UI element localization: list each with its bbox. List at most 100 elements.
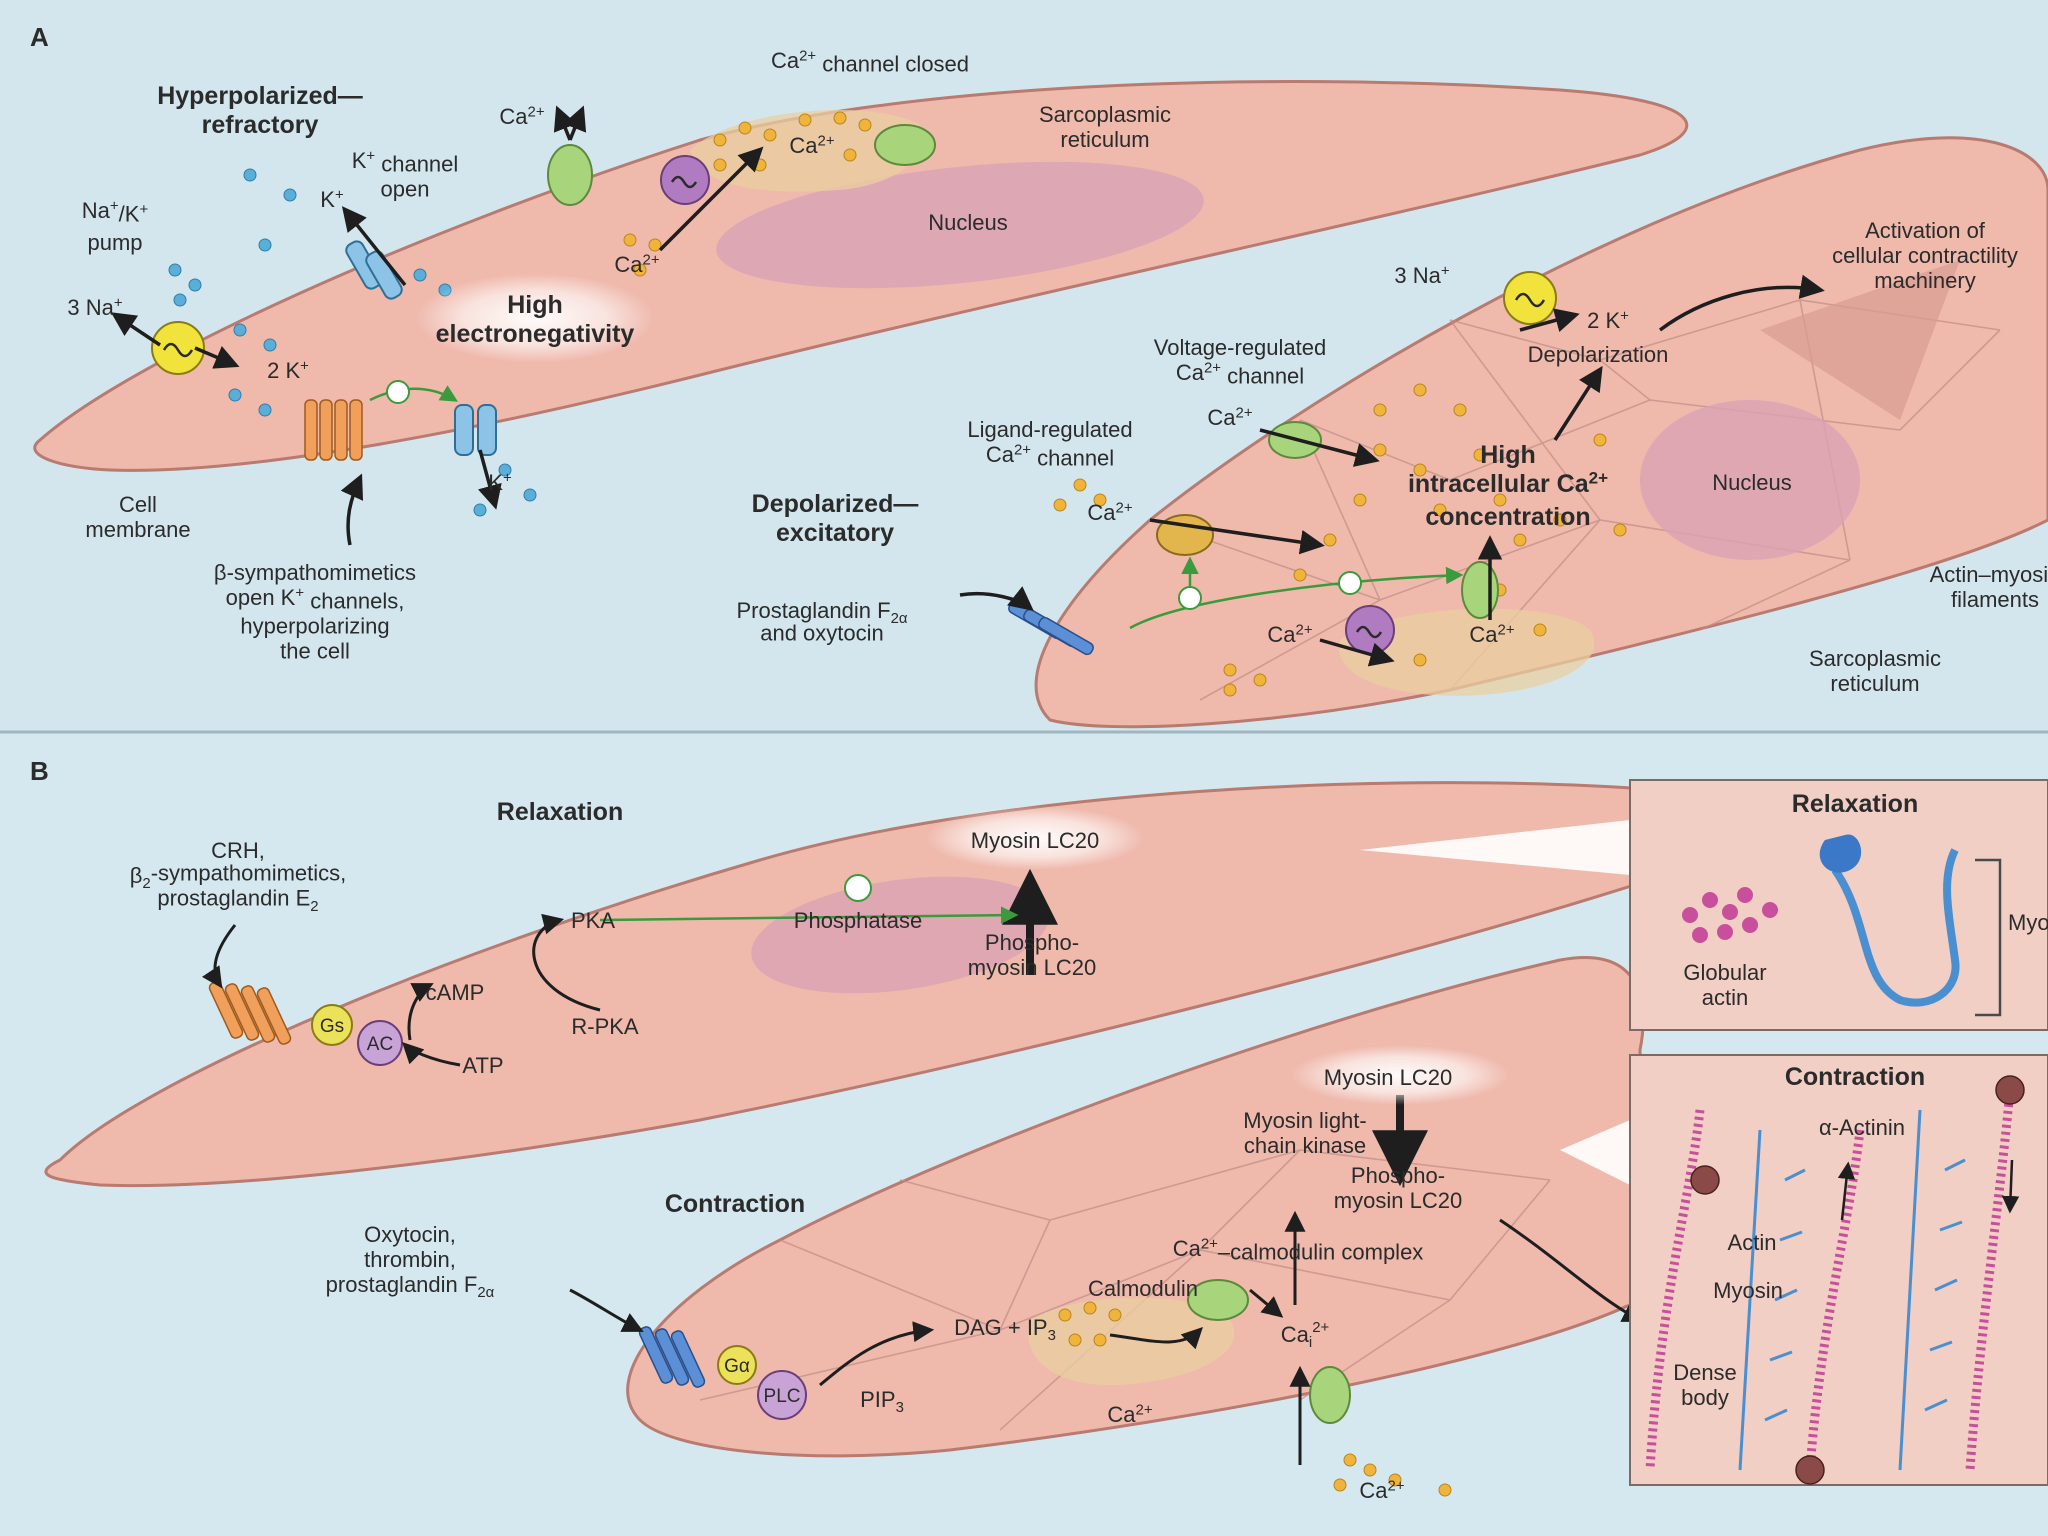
inset-label-myosin-c: Myosin [1713,1278,1783,1303]
label-nak-pump: Na+​/K+​pump [82,198,148,256]
calcium-channel-closed-icon [547,144,593,206]
label-hyperpolarized: Hyperpolarized—refractory [157,82,363,139]
label-calmodulin-line-1: Calmodulin [1088,1276,1198,1301]
label-myosin-lc20-top-line-1: Myosin LC20 [971,828,1099,853]
label-ligand-reg-line-1: Ligand-regulated [967,417,1132,442]
label-ca-ligand: Ca2+​ [1087,500,1132,525]
label-prostaglandin-a-line-1: Prostaglandin F2α​ [736,598,907,627]
label-sarcoplasmic-top-line-1: Sarcoplasmic [1039,102,1171,127]
label-ca-b-bottom: Ca2+​ [1359,1478,1404,1503]
label-depolarized: Depolarized—excitatory [752,490,919,547]
label-beta-symp-line-1: β-sympathomimetics [214,560,416,585]
label-crh: CRH,β2​-sympathomimetics,prostaglandin E… [130,838,347,915]
label-phospho-bottom-line-2: myosin LC20 [1334,1188,1462,1213]
contraction-callout [1560,1120,1630,1185]
relaxation-callout [1360,820,1630,875]
label-k-bottom-line-1: K+​ [488,470,511,495]
label-pka: PKA [571,908,615,933]
label-mlck-line-2: chain kinase [1244,1133,1366,1158]
label-k-top-line-1: K+​ [320,187,343,212]
label-k-bottom: K+​ [488,470,511,495]
membrane-ca-channel-b-icon [1309,1366,1351,1424]
label-nucleus-top-line-1: Nucleus [928,210,1007,235]
label-ca-calmodulin-line-1: Ca2+​–calmodulin complex [1173,1236,1424,1265]
globular-actin-icon [1682,887,1778,943]
label-three-na-right-line-1: 3 Na+​ [1394,263,1449,288]
label-depolarized-line-1: Depolarized— [752,490,919,518]
label-ca-ligand-line-1: Ca2+​ [1087,500,1132,525]
label-phospho-top: Phospho-myosin LC20 [968,930,1096,980]
contraction-cell-grid [699,1149,1551,1431]
label-activation-line-2: cellular contractility [1832,243,2018,268]
label-atp: ATP [462,1053,503,1078]
label-dag: DAG + IP3​ [954,1315,1056,1344]
label-hyperpolarized-line-1: Hyperpolarized— [157,82,363,110]
label-cell-membrane-line-2: membrane [85,517,190,542]
label-voltage-reg-line-1: Voltage-regulated [1154,335,1326,360]
relaxation-inset [1629,779,2048,1031]
label-ca-channel-closed-line-1: Ca2+​ channel closed [771,48,969,77]
label-k-channel-open-line-1: K+​ channel [352,148,459,177]
nucleus-relaxation [751,876,1049,994]
label-ca-lower-top-line-1: Ca2+​ [614,252,659,277]
inset-label-dense-body-line-2: body [1681,1385,1729,1410]
label-myosin-lc20-top: Myosin LC20 [971,828,1099,853]
label-crh-line-2: β2​-sympathomimetics, [130,861,347,893]
label-phosphatase-line-1: Phosphatase [794,908,922,933]
label-ca-b-sr: Ca2+​ [1107,1402,1152,1427]
ligand-channel-icon [1156,514,1214,556]
nucleus-top [716,161,1204,289]
label-cell-membrane-line-1: Cell [119,492,157,517]
contraction-inset-title-line-1: Contraction [1785,1063,1925,1091]
label-three-na-left-line-1: 3 Na+​ [67,295,122,320]
label-two-k-left: 2 K+​ [267,358,309,383]
label-ac: AC [367,1034,393,1055]
k-channel-open-icon [345,240,403,300]
gs-protein-icon [311,1004,353,1046]
label-camp: cAMP [426,980,485,1005]
label-ca-sr-top: Ca2+​ [789,133,834,158]
diagram-labels: Ca2+​ channel closedHyperpolarized—refra… [67,48,2048,1503]
label-oxytocin-line-3: prostaglandin F2α​ [326,1272,495,1301]
label-r-pka: R-PKA [571,1014,639,1039]
label-hyperpolarized-line-2: refractory [202,111,319,139]
label-high-electroneg-line-1: High [507,291,563,319]
sr-channel-top-icon [874,124,936,166]
label-ca-b-sr-line-1: Ca2+​ [1107,1402,1152,1427]
label-dag-line-1: DAG + IP3​ [954,1315,1056,1344]
label-sarcoplasmic-bottom-line-1: Sarcoplasmic [1809,646,1941,671]
label-sarcoplasmic-bottom-line-2: reticulum [1830,671,1919,696]
label-sarcoplasmic-top-line-2: reticulum [1060,127,1149,152]
label-three-na-left: 3 Na+​ [67,295,122,320]
label-myosin-lc20-bottom: Myosin LC20 [1324,1065,1452,1090]
sr-channel-b-icon [1187,1279,1249,1321]
inset-label-myosin-r: Myosin [2008,910,2048,935]
inset-label-globular-actin-line-2: actin [1702,985,1748,1010]
panel-letter-a: A [30,22,49,52]
label-ca-top: Ca2+​ [499,104,544,129]
label-prostaglandin-a: Prostaglandin F2α​and oxytocin [736,598,907,646]
inset-label-actin-c: Actin [1728,1230,1777,1255]
inset-label-actin-c-line-1: Actin [1728,1230,1777,1255]
label-actin-myo-line-1: Actin–myosin [1930,562,2048,587]
sr-channel-bottom-icon [1461,561,1499,619]
label-relaxation: Relaxation [497,798,623,826]
label-phospho-top-line-1: Phospho- [985,930,1079,955]
label-calmodulin: Calmodulin [1088,1276,1198,1301]
label-mlck: Myosin light-chain kinase [1243,1108,1366,1158]
label-two-k-left-line-1: 2 K+​ [267,358,309,383]
label-oxytocin: Oxytocin,thrombin,prostaglandin F2α​ [326,1222,495,1301]
label-actin-myo-line-2: filaments [1951,587,2039,612]
label-high-intra-line-2: intracellular Ca2+​ [1408,469,1608,499]
label-ca-top-line-1: Ca2+​ [499,104,544,129]
label-ca-b-bottom-line-1: Ca2+​ [1359,1478,1404,1503]
label-phospho-bottom: Phospho-myosin LC20 [1334,1163,1462,1213]
label-ca-sr-bottom-left-line-1: Ca2+​ [1267,622,1312,647]
label-pip3: PIP3​ [860,1387,904,1416]
plc-enzyme-icon [757,1370,807,1420]
